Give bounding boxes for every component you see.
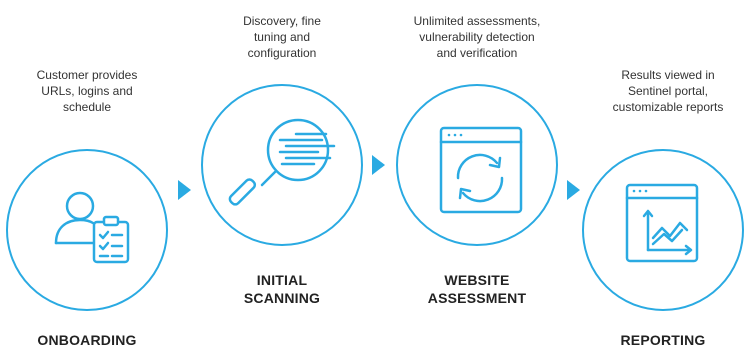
description-line: vulnerability detection: [419, 30, 535, 44]
description-line: URLs, logins and: [41, 84, 133, 98]
website-assessment-title: WEBSITE ASSESSMENT: [397, 271, 557, 307]
initial-scanning-description: Discovery, fine tuning and configuration: [202, 13, 362, 61]
browser-refresh-icon: [439, 126, 523, 214]
browser-chart-icon: [625, 183, 699, 263]
onboarding-title: ONBOARDING: [7, 331, 167, 349]
description-line: and verification: [436, 46, 518, 60]
title-line: SCANNING: [243, 290, 321, 306]
onboarding-description: Customer provides URLs, logins and sched…: [7, 67, 167, 115]
description-line: Sentinel portal,: [627, 84, 709, 98]
title-line: ONBOARDING: [37, 332, 137, 348]
arrow-right-icon: [567, 180, 580, 200]
initial-scanning-title: INITIAL SCANNING: [202, 271, 362, 307]
arrow-right-icon: [372, 155, 385, 175]
magnifier-scan-icon: [228, 118, 336, 206]
description-line: Customer provides: [36, 68, 138, 82]
website-assessment-circle: [396, 84, 558, 246]
website-assessment-description: Unlimited assessments, vulnerability det…: [387, 13, 567, 61]
description-line: Discovery, fine: [243, 14, 321, 28]
onboarding-circle: [6, 149, 168, 311]
description-line: Results viewed in: [621, 68, 715, 82]
reporting-description: Results viewed in Sentinel portal, custo…: [593, 67, 743, 115]
initial-scanning-circle: [201, 84, 363, 246]
reporting-title: REPORTING: [593, 331, 733, 349]
arrow-right-icon: [178, 180, 191, 200]
title-line: WEBSITE: [444, 272, 510, 288]
reporting-circle: [582, 149, 744, 311]
description-line: configuration: [247, 46, 317, 60]
description-line: tuning and: [253, 30, 311, 44]
title-line: REPORTING: [620, 332, 706, 348]
description-line: customizable reports: [612, 100, 724, 114]
title-line: INITIAL: [256, 272, 308, 288]
user-checklist-icon: [54, 191, 130, 264]
title-line: ASSESSMENT: [427, 290, 527, 306]
description-line: schedule: [62, 100, 112, 114]
description-line: Unlimited assessments,: [413, 14, 541, 28]
